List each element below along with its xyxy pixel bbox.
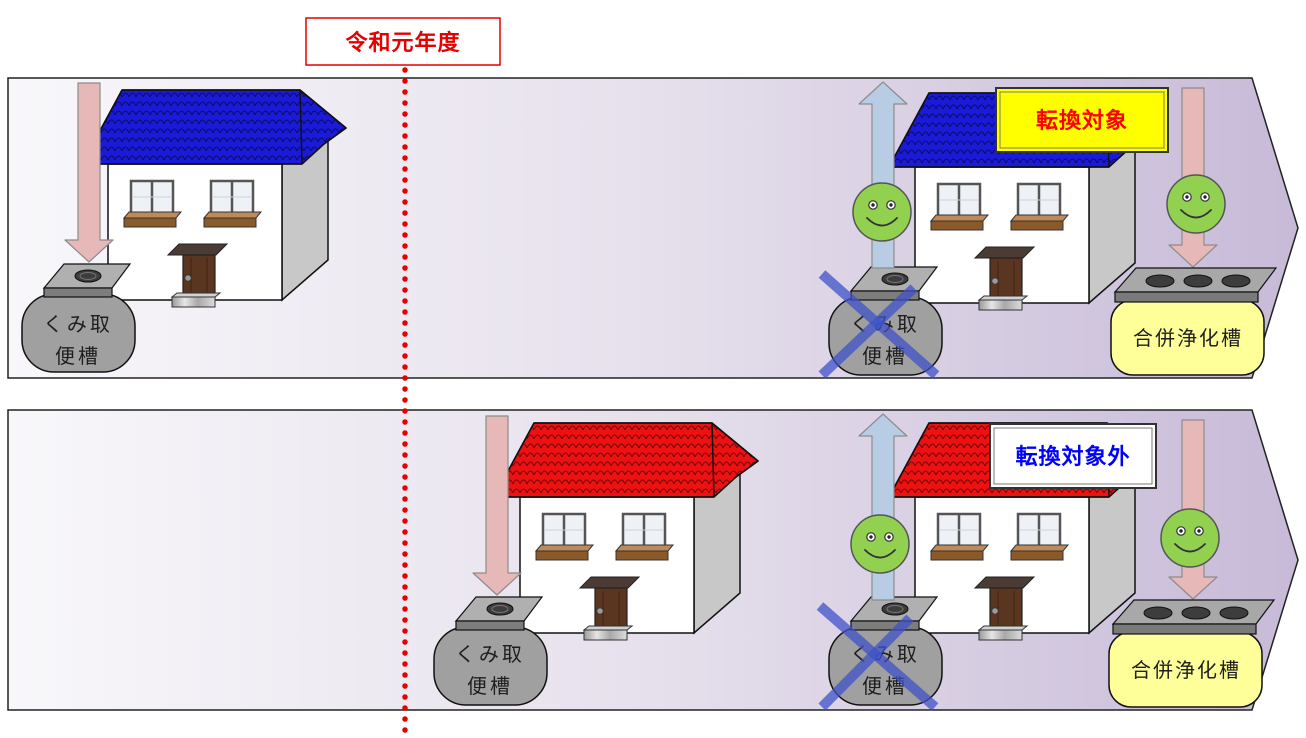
- tank-label-line1: くみ取: [455, 642, 525, 666]
- smiley-icon: [852, 182, 912, 242]
- cross-mark-icon: [816, 602, 939, 711]
- septic-tank-label: 合併浄化槽: [1131, 658, 1241, 682]
- septic-tank: [1110, 267, 1277, 376]
- fiscal-year-label: 令和元年度: [345, 30, 460, 56]
- old-tank-label-line2: 便槽: [862, 344, 908, 368]
- roof-gable-edge: [711, 422, 715, 498]
- septic-tank: [1108, 599, 1275, 708]
- row2-before-house: [433, 422, 759, 706]
- roof-gable-edge: [299, 89, 303, 165]
- row2: くみ取 便槽 くみ取 便槽 合併浄化槽 転換対象外: [433, 413, 1275, 711]
- status-label: 転換対象外: [1015, 444, 1130, 470]
- fiscal-year-label-box: 令和元年度: [305, 17, 501, 66]
- tank-label-line2: 便槽: [467, 674, 513, 698]
- cross-mark-icon: [818, 270, 940, 379]
- septic-tank-label: 合併浄化槽: [1133, 326, 1243, 350]
- status-badge: 転換対象: [995, 87, 1169, 153]
- smiley-icon: [1160, 508, 1220, 568]
- row1: くみ取 便槽 くみ取 便槽 合併浄化槽 転換対象: [21, 81, 1277, 379]
- tank-label-line1: くみ取: [43, 312, 113, 336]
- status-label: 転換対象: [1036, 108, 1128, 134]
- smiley-icon: [1166, 174, 1226, 234]
- status-badge: 転換対象外: [989, 423, 1157, 489]
- tank-label-line2: 便槽: [55, 344, 101, 368]
- row1-before-house: [21, 89, 347, 373]
- roof-tiles: [493, 422, 759, 498]
- roof-tiles: [81, 89, 347, 165]
- smiley-icon: [850, 514, 910, 574]
